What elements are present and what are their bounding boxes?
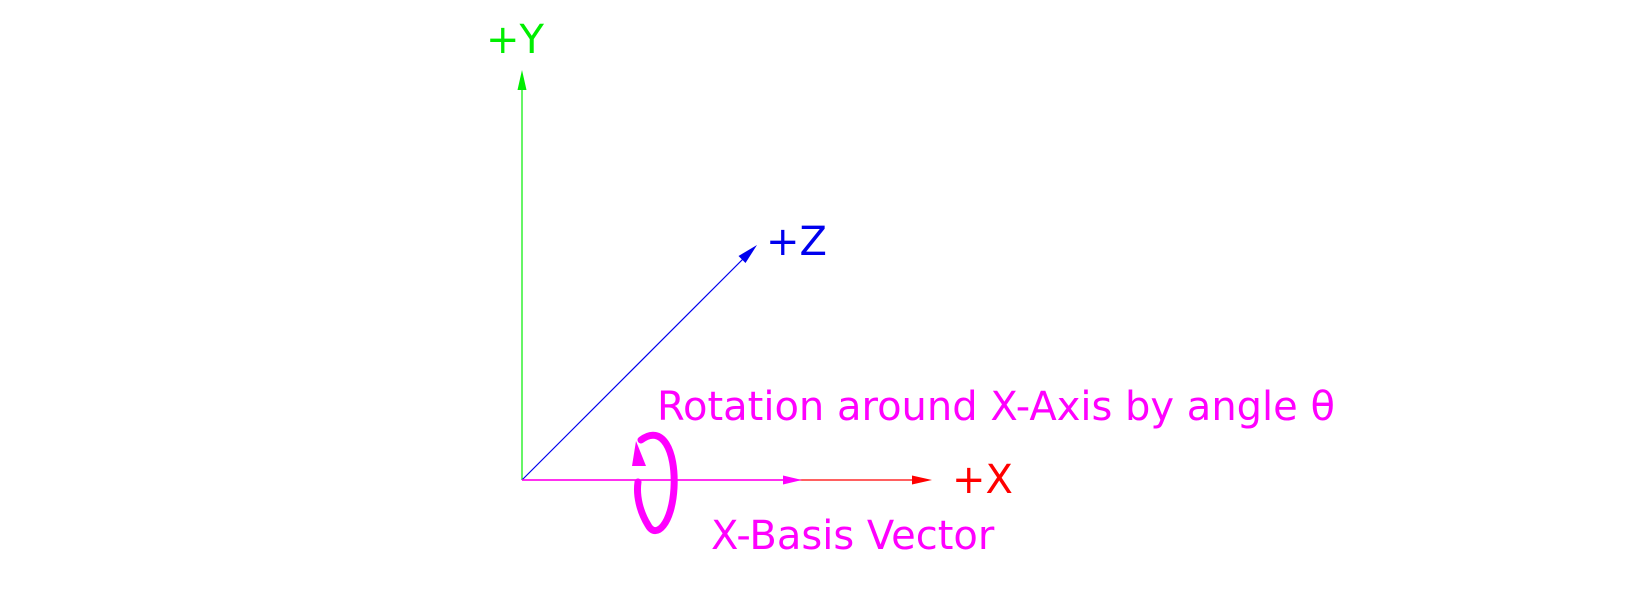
rotation-label: Rotation around X-Axis by angle θ	[657, 384, 1335, 430]
rotation-arrow-icon	[634, 431, 678, 535]
x-axis-label: +X	[952, 457, 1013, 503]
rotation-arrowhead-icon	[632, 441, 646, 466]
x-axis-arrowhead	[912, 475, 932, 485]
y-axis-label: +Y	[486, 17, 545, 63]
y-axis-arrowhead	[517, 70, 527, 90]
x-basis-vector-arrowhead	[783, 475, 802, 485]
z-axis-line	[521, 253, 749, 481]
x-basis-vector-label: X-Basis Vector	[711, 513, 995, 559]
z-axis-arrowhead	[738, 245, 757, 263]
z-axis-label: +Z	[766, 219, 827, 265]
